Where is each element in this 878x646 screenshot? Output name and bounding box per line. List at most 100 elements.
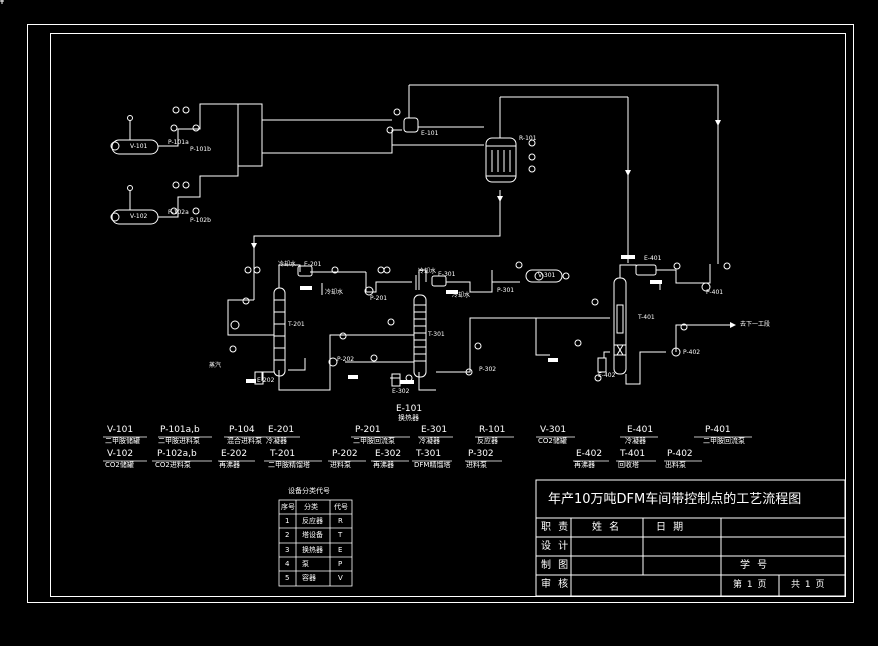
legend-table-grid xyxy=(278,499,353,587)
legend-header-code: 代号 xyxy=(334,503,348,511)
legend-cell: 3 xyxy=(285,545,290,554)
equipment-code: E-201 xyxy=(268,425,295,435)
equipment-code: E-301 xyxy=(421,425,448,435)
legend-cell: E xyxy=(338,545,343,554)
e402-reboiler xyxy=(597,357,607,373)
equipment-desc: 混合进料泵 xyxy=(227,437,262,445)
tb-header-review: 审 核 xyxy=(541,579,571,590)
label-e301: E-301 xyxy=(438,271,456,278)
t401-column xyxy=(613,277,627,375)
legend-cell: 容器 xyxy=(302,574,316,583)
equipment-code: E-402 xyxy=(576,449,603,459)
equipment-desc: 再沸器 xyxy=(219,461,240,469)
tb-student-no: 学 号 xyxy=(740,560,770,571)
equipment-code: P-104 xyxy=(229,425,255,435)
equipment-desc: 冷凝器 xyxy=(266,437,287,445)
label-p401: P-401 xyxy=(706,289,724,296)
label-p101b: P-101b xyxy=(190,146,211,153)
equipment-desc: CO2储罐 xyxy=(105,461,134,469)
legend-header-no: 序号 xyxy=(281,503,295,511)
legend-cell: P xyxy=(338,559,343,568)
label-e101-under-desc: 换热器 xyxy=(398,414,419,422)
v101-vessel xyxy=(111,139,159,155)
equipment-code: R-101 xyxy=(479,425,506,435)
label-cooling-water-ret-1: 冷却水 xyxy=(325,289,344,296)
label-e201: E-201 xyxy=(304,261,322,268)
label-e202: E-202 xyxy=(257,377,275,384)
equipment-code: E-202 xyxy=(221,449,248,459)
pipe-feed-v102 xyxy=(158,166,239,218)
e301-condenser xyxy=(431,275,447,287)
equipment-desc: 二甲胺回流泵 xyxy=(353,437,395,445)
t301-column xyxy=(413,294,427,378)
label-p202: P-202 xyxy=(337,356,355,363)
tb-col-date: 日 期 xyxy=(656,522,686,533)
equipment-code: P-102a,b xyxy=(157,449,197,459)
label-e302: E-302 xyxy=(392,388,410,395)
label-v301: V-301 xyxy=(538,272,556,279)
label-p102a: P-102a xyxy=(168,209,189,216)
e401-condenser xyxy=(635,264,657,276)
tb-header-draw: 制 图 xyxy=(541,560,571,571)
legend-cell: R xyxy=(338,517,343,525)
equipment-code: P-402 xyxy=(667,449,693,459)
pipe-top-header xyxy=(409,84,719,264)
equipment-code: E-302 xyxy=(375,449,402,459)
equipment-desc: CO2进料泵 xyxy=(155,461,191,469)
equipment-code: V-301 xyxy=(540,425,567,435)
label-v101: V-101 xyxy=(130,143,148,150)
equipment-code: E-401 xyxy=(627,425,654,435)
t201-column xyxy=(273,287,286,377)
v301-vessel xyxy=(525,269,563,283)
equipment-code: P-201 xyxy=(355,425,381,435)
label-steam: 蒸汽 xyxy=(209,362,222,369)
label-e101: E-101 xyxy=(421,130,439,137)
legend-header-class: 分类 xyxy=(304,503,318,511)
legend-cell: 5 xyxy=(285,574,290,583)
legend-cell: T xyxy=(338,531,343,540)
equipment-desc: 二甲胺进料泵 xyxy=(158,437,200,445)
equipment-desc: 反应器 xyxy=(477,437,498,445)
equipment-code: P-401 xyxy=(705,425,731,435)
equipment-desc: 进料泵 xyxy=(330,461,351,469)
instruments xyxy=(110,106,731,382)
e202-reboiler xyxy=(254,371,264,385)
label-cooling-water-ret-2: 冷却水 xyxy=(452,292,471,299)
equipment-code: T-201 xyxy=(270,449,296,459)
legend-cell: 1 xyxy=(285,517,290,525)
label-p101a: P-101a xyxy=(168,139,189,146)
legend-cell: 4 xyxy=(285,559,290,568)
equipment-desc: 回收塔 xyxy=(618,461,639,469)
equipment-desc: 二甲胺储罐 xyxy=(105,437,140,445)
label-e101-under: E-101 xyxy=(396,404,423,414)
legend-table-title: 设备分类代号 xyxy=(288,487,330,495)
equipment-desc: 冷凝器 xyxy=(625,437,646,445)
r101-reactor xyxy=(485,137,517,183)
label-t301: T-301 xyxy=(428,331,445,338)
legend-cell: V xyxy=(338,574,343,583)
title-block-grid xyxy=(535,479,846,597)
equipment-code: P-202 xyxy=(332,449,358,459)
tb-total: 共 1 页 xyxy=(791,580,826,590)
label-v102: V-102 xyxy=(130,213,148,220)
label-t201: T-201 xyxy=(288,321,305,328)
label-p102b: P-102b xyxy=(190,217,211,224)
label-cooling-water-2: 冷却水 xyxy=(418,268,437,275)
label-e402: E-402 xyxy=(598,372,616,379)
legend-cell: 换热器 xyxy=(302,545,323,554)
equipment-desc: DFM精馏塔 xyxy=(414,461,451,469)
e302-reboiler xyxy=(391,373,401,387)
tb-col-name: 姓 名 xyxy=(592,522,622,533)
equipment-code: P-302 xyxy=(468,449,494,459)
equipment-code: V-102 xyxy=(107,449,134,459)
legend-cell: 泵 xyxy=(302,559,309,568)
equipment-code: P-101a,b xyxy=(160,425,200,435)
equipment-desc: 再沸器 xyxy=(574,461,595,469)
inner-frame xyxy=(50,33,846,597)
equipment-desc: 冷凝器 xyxy=(419,437,440,445)
e101-exchanger xyxy=(403,117,419,133)
equipment-code: V-101 xyxy=(107,425,134,435)
equipment-desc: 再沸器 xyxy=(373,461,394,469)
legend-cell: 塔设备 xyxy=(302,531,323,540)
